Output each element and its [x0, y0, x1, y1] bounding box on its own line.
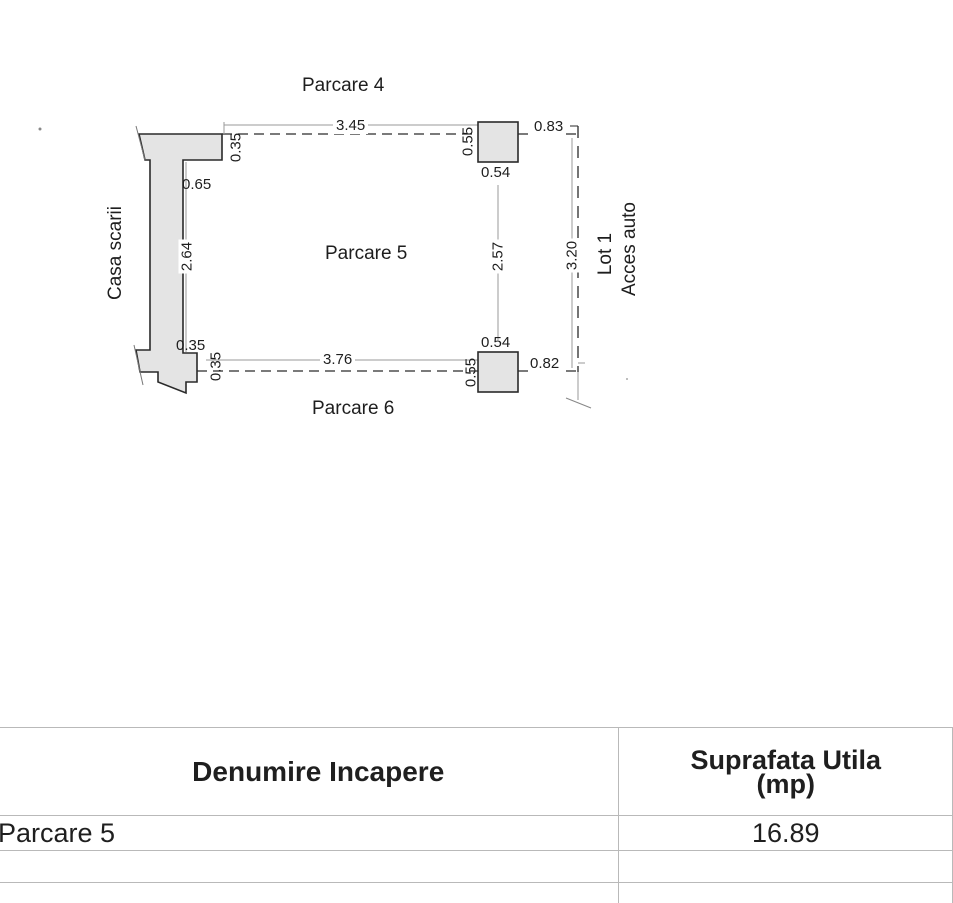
dim-left-height: 2.64	[179, 240, 196, 274]
room-label-parcare-6: Parcare 6	[312, 398, 394, 420]
cell-area-value	[619, 851, 953, 883]
dim-bottom-length: 3.76	[320, 351, 355, 368]
dim-top-column-width: 0.54	[481, 164, 510, 181]
header-usable-area: Suprafata Utila (mp)	[619, 728, 953, 816]
cell-area-value: 16.89	[619, 816, 953, 851]
dim-bottom-step: 0.35	[176, 337, 205, 354]
header-usable-area-line2: (mp)	[619, 772, 952, 796]
header-room-name: Denumire Incapere	[0, 728, 619, 816]
dim-right-height: 3.20	[564, 239, 581, 273]
table-header-row: Denumire Incapere Suprafata Utila (mp)	[0, 728, 953, 816]
header-usable-area-line1: Suprafata Utila	[619, 748, 952, 772]
column-top	[478, 122, 518, 162]
room-area-table: Denumire Incapere Suprafata Utila (mp) P…	[0, 727, 953, 903]
room-label-acces-auto: Acces auto	[619, 199, 641, 299]
cell-room-name	[0, 851, 619, 883]
dim-center-height: 2.57	[490, 240, 507, 274]
dim-top-length: 3.45	[333, 117, 368, 134]
dim-bottom-right-offset: 0.82	[528, 355, 561, 372]
floor-plan-drawing	[0, 0, 953, 700]
cell-room-name: Parcare 5	[0, 816, 619, 851]
column-bottom	[478, 352, 518, 392]
dim-top-right-offset: 0.83	[532, 118, 565, 135]
table-row	[0, 851, 953, 883]
dim-bottom-column-width: 0.54	[481, 334, 510, 351]
dim-bottom-column-height: 0.55	[463, 357, 480, 389]
dim-top-wall-thickness: 0.35	[228, 132, 245, 164]
room-label-parcare-5: Parcare 5	[325, 243, 407, 265]
dim-left-offset-top: 0.65	[182, 176, 211, 193]
dim-bottom-wall-thickness: 0.35	[208, 351, 225, 383]
table-row: Parcare 5 16.89	[0, 816, 953, 851]
dim-top-column-height: 0.55	[460, 126, 477, 158]
room-label-lot-1: Lot 1	[595, 224, 617, 284]
room-label-parcare-4: Parcare 4	[302, 75, 384, 97]
room-label-casa-scarii: Casa scarii	[105, 203, 127, 303]
